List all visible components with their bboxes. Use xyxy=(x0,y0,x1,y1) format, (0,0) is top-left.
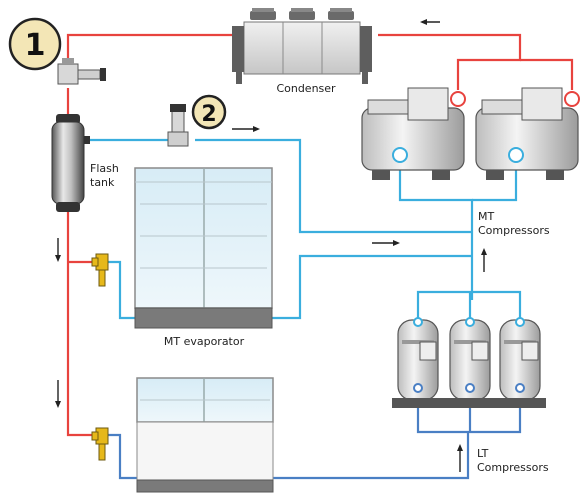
marker-1-label: 1 xyxy=(25,28,46,63)
fan-icon xyxy=(328,11,354,20)
marker-2-label: 2 xyxy=(201,102,216,127)
lt-compressors-label-line1: LT xyxy=(477,447,489,460)
mt-compressor-left xyxy=(361,87,466,180)
marker-1: 1 xyxy=(8,17,62,71)
mt-suction-header-left xyxy=(398,160,474,300)
fan-icon xyxy=(250,11,276,20)
condenser-label: Condenser xyxy=(276,82,336,95)
lt-evap-inlet xyxy=(108,433,140,480)
lt-suction-lines xyxy=(108,398,522,480)
lt-compressors-label-line2: Compressors xyxy=(477,461,549,474)
expansion-valve-mt xyxy=(91,253,109,287)
hot-gas-lines xyxy=(66,33,574,437)
mt-compressors-label-line1: MT xyxy=(478,210,494,223)
expansion-valve-lt xyxy=(91,427,109,461)
lt-compressor-3 xyxy=(494,317,546,408)
mt-compressor-right xyxy=(475,87,580,180)
flow-arrow-left-icon xyxy=(420,19,440,25)
mt-evaporator xyxy=(134,167,273,329)
mt-evap-suction xyxy=(270,254,472,320)
flow-arrow-up-icon xyxy=(481,248,487,272)
flash-gas-line-b xyxy=(195,138,472,234)
flow-arrow-right-icon xyxy=(232,126,260,132)
valve-2 xyxy=(167,104,189,147)
flow-arrow-down-icon xyxy=(55,238,61,262)
flash-tank-label-line1: Flash xyxy=(90,162,119,175)
liquid-line-condenser-to-valve1 xyxy=(66,33,232,60)
lt-evap-suction xyxy=(272,432,470,480)
condenser xyxy=(232,8,372,84)
flash-tank xyxy=(51,114,90,212)
mt-compressors-label-line2: Compressors xyxy=(478,224,550,237)
liquid-line-to-evaporators xyxy=(66,210,98,437)
marker-2: 2 xyxy=(191,94,227,130)
mt-suction-header-right xyxy=(472,160,518,202)
discharge-line xyxy=(378,33,522,90)
flow-arrow-right-icon xyxy=(372,240,400,246)
lt-compressor-1 xyxy=(392,317,444,408)
discharge-line-right xyxy=(520,58,574,90)
mt-evap-inlet xyxy=(108,260,140,320)
flow-arrow-down-icon xyxy=(55,380,61,408)
lt-compressor-2 xyxy=(444,317,496,408)
mt-evaporator-label: MT evaporator xyxy=(164,335,245,348)
valve-1 xyxy=(57,58,106,85)
flow-arrow-up-icon xyxy=(457,444,463,472)
fan-icon xyxy=(289,11,315,20)
lt-evaporator xyxy=(136,377,274,493)
flash-tank-label-line2: tank xyxy=(90,176,115,189)
